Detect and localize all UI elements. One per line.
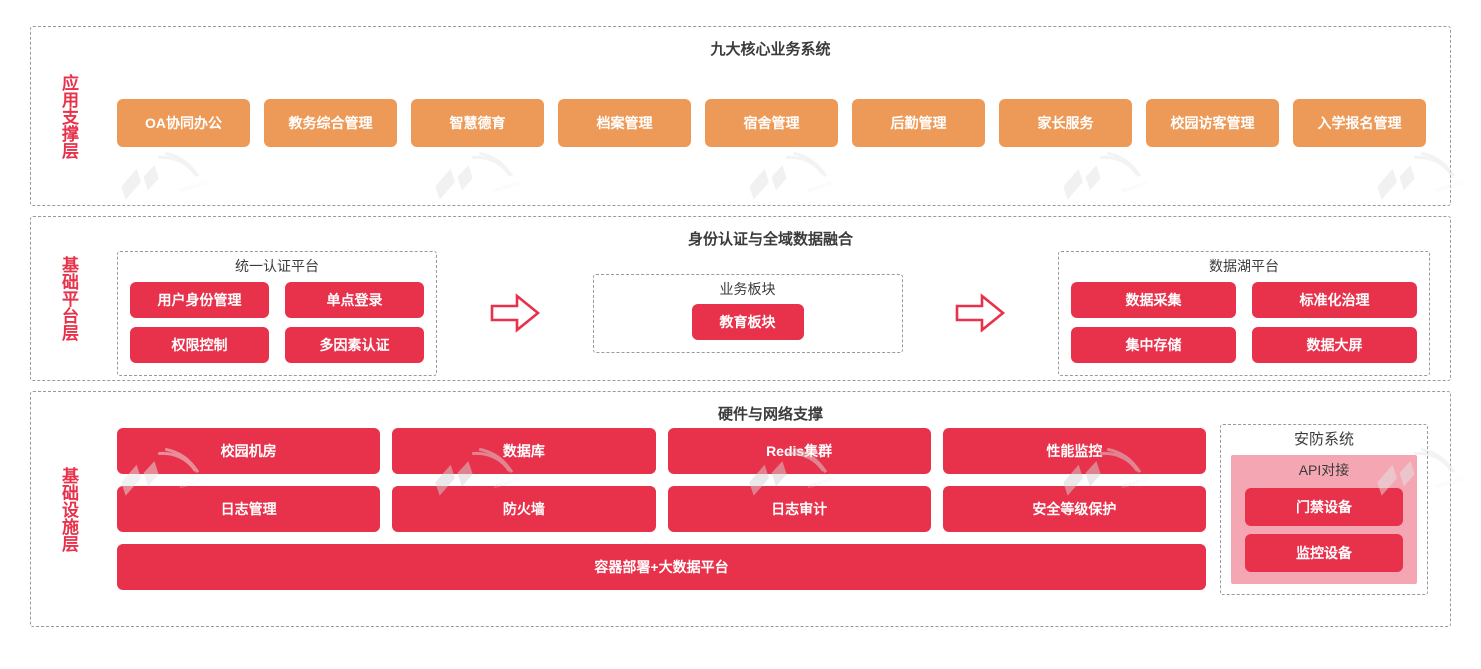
app-box-campus-visitor-management[interactable]: 校园访客管理 (1146, 99, 1279, 147)
panel-title-business-module: 业务板块 (719, 280, 776, 297)
layer-label-infrastructure: 基础设施层 (59, 466, 78, 552)
arrow-right-icon (490, 293, 540, 334)
layer-body-application-support: 九大核心业务系统 OA协同办公 教务综合管理 智慧德育 档案管理 宿舍管理 后勤… (105, 27, 1450, 205)
lake-box-centralized-storage[interactable]: 集中存储 (1071, 326, 1236, 363)
panel-unified-authentication: 统一认证平台 用户身份管理 单点登录 权限控制 多因素认证 (117, 251, 437, 376)
platform-panel-row: 统一认证平台 用户身份管理 单点登录 权限控制 多因素认证 业务板块 教育 (105, 249, 1436, 382)
infrastructure-grid: 校园机房 数据库 Redis集群 性能监控 日志管理 防火墙 日志审计 安全等级… (117, 428, 1206, 532)
auth-box-multi-factor-authentication[interactable]: 多因素认证 (285, 326, 424, 363)
infra-box-log-audit[interactable]: 日志审计 (667, 486, 931, 532)
layer-label-base-platform: 基础平台层 (59, 256, 78, 341)
infra-box-firewall[interactable]: 防火墙 (392, 486, 656, 532)
panel-security-system: 安防系统 API对接 门禁设备 监控设备 (1220, 424, 1428, 596)
panel-title-api-integration: API对接 (1298, 462, 1350, 478)
app-box-parent-service[interactable]: 家长服务 (999, 99, 1132, 147)
lake-box-standardized-governance[interactable]: 标准化治理 (1252, 281, 1417, 318)
panel-grid-data-lake: 数据采集 标准化治理 集中存储 数据大屏 (1071, 281, 1417, 363)
app-box-smart-moral-education[interactable]: 智慧德育 (411, 99, 544, 147)
heading-hardware-network-support: 硬件与网络支撑 (717, 406, 823, 423)
arrow-right-icon (955, 293, 1006, 334)
layer-application-support: 应用支撑层 九大核心业务系统 OA协同办公 教务综合管理 智慧德育 档案管理 宿… (30, 26, 1451, 206)
panel-api-integration: API对接 门禁设备 监控设备 (1231, 455, 1417, 585)
infra-box-redis-cluster[interactable]: Redis集群 (667, 428, 931, 474)
panel-grid-auth: 用户身份管理 单点登录 权限控制 多因素认证 (130, 281, 424, 363)
app-box-archive-management[interactable]: 档案管理 (558, 99, 691, 147)
app-box-academic-affairs[interactable]: 教务综合管理 (264, 99, 397, 147)
panel-title-security-system: 安防系统 (1293, 431, 1354, 448)
layer-label-application-support: 应用支撑层 (59, 73, 78, 159)
business-box-education-module[interactable]: 教育板块 (691, 304, 804, 341)
infra-box-performance-monitoring[interactable]: 性能监控 (942, 428, 1206, 474)
lake-box-data-dashboard[interactable]: 数据大屏 (1252, 326, 1417, 363)
infra-box-database[interactable]: 数据库 (392, 428, 656, 474)
auth-box-permission-control[interactable]: 权限控制 (130, 326, 269, 363)
arrow-cell-left (437, 291, 593, 335)
app-box-logistics-management[interactable]: 后勤管理 (852, 99, 985, 147)
infrastructure-main-column: 校园机房 数据库 Redis集群 性能监控 日志管理 防火墙 日志审计 安全等级… (117, 428, 1206, 606)
auth-box-single-sign-on[interactable]: 单点登录 (285, 281, 424, 318)
app-box-dormitory-management[interactable]: 宿舍管理 (705, 99, 838, 147)
panel-data-lake: 数据湖平台 数据采集 标准化治理 集中存储 数据大屏 (1058, 251, 1430, 376)
app-box-oa[interactable]: OA协同办公 (117, 99, 250, 147)
heading-core-business-systems: 九大核心业务系统 (710, 41, 831, 58)
panel-title-data-lake: 数据湖平台 (1209, 258, 1279, 274)
infra-box-container-deployment-bigdata[interactable]: 容器部署+大数据平台 (117, 544, 1206, 590)
infrastructure-content: 校园机房 数据库 Redis集群 性能监控 日志管理 防火墙 日志审计 安全等级… (105, 424, 1436, 616)
layer-body-base-platform: 身份认证与全域数据融合 统一认证平台 用户身份管理 单点登录 权限控制 多因素认… (105, 217, 1450, 380)
layer-base-platform: 基础平台层 身份认证与全域数据融合 统一认证平台 用户身份管理 单点登录 权限控… (30, 216, 1451, 381)
layer-infrastructure: 基础设施层 硬件与网络支撑 校园机房 数据库 Redis集群 性能监控 日志管理… (30, 391, 1451, 627)
app-box-enrollment-registration[interactable]: 入学报名管理 (1293, 99, 1426, 147)
application-box-row: OA协同办公 教务综合管理 智慧德育 档案管理 宿舍管理 后勤管理 家长服务 校… (105, 59, 1436, 195)
panel-business-module: 业务板块 教育板块 (592, 273, 903, 354)
infra-box-campus-server-room[interactable]: 校园机房 (117, 428, 381, 474)
panel-title-unified-authentication: 统一认证平台 (235, 258, 319, 274)
security-box-surveillance-device[interactable]: 监控设备 (1245, 534, 1403, 573)
security-box-access-control-device[interactable]: 门禁设备 (1245, 488, 1403, 527)
infra-box-security-level-protection[interactable]: 安全等级保护 (942, 486, 1206, 532)
heading-identity-and-data-fusion: 身份认证与全域数据融合 (687, 231, 853, 248)
infra-box-log-management[interactable]: 日志管理 (117, 486, 381, 532)
layer-body-infrastructure: 硬件与网络支撑 校园机房 数据库 Redis集群 性能监控 日志管理 防火墙 日… (105, 392, 1450, 626)
arrow-cell-right (903, 291, 1059, 335)
lake-box-data-collection[interactable]: 数据采集 (1071, 281, 1236, 318)
auth-box-user-identity-management[interactable]: 用户身份管理 (130, 281, 269, 318)
